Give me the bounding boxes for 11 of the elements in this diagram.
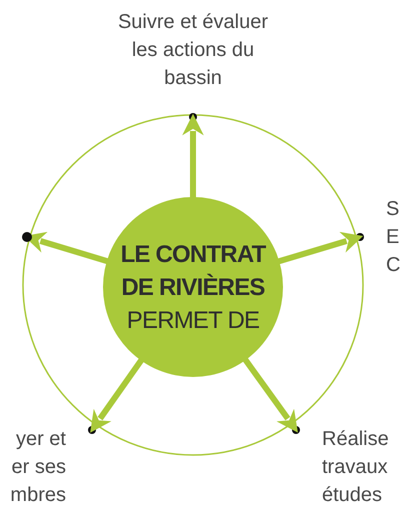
action-text: yer et er ses mbres — [9, 427, 66, 508]
center-subheading: PERMET DE — [126, 306, 260, 336]
action-text: Suivre et évaluer les actions du bassin — [116, 10, 270, 91]
arrow — [182, 114, 204, 199]
action-text: Réalise travaux études — [322, 427, 390, 508]
dot-marker — [22, 232, 32, 242]
arrow — [242, 356, 298, 433]
action-text: S E C — [386, 197, 400, 278]
arrow — [276, 232, 364, 265]
center-heading: LE CONTRAT DE RIVIÈRES — [120, 240, 267, 302]
arrow — [90, 357, 145, 433]
